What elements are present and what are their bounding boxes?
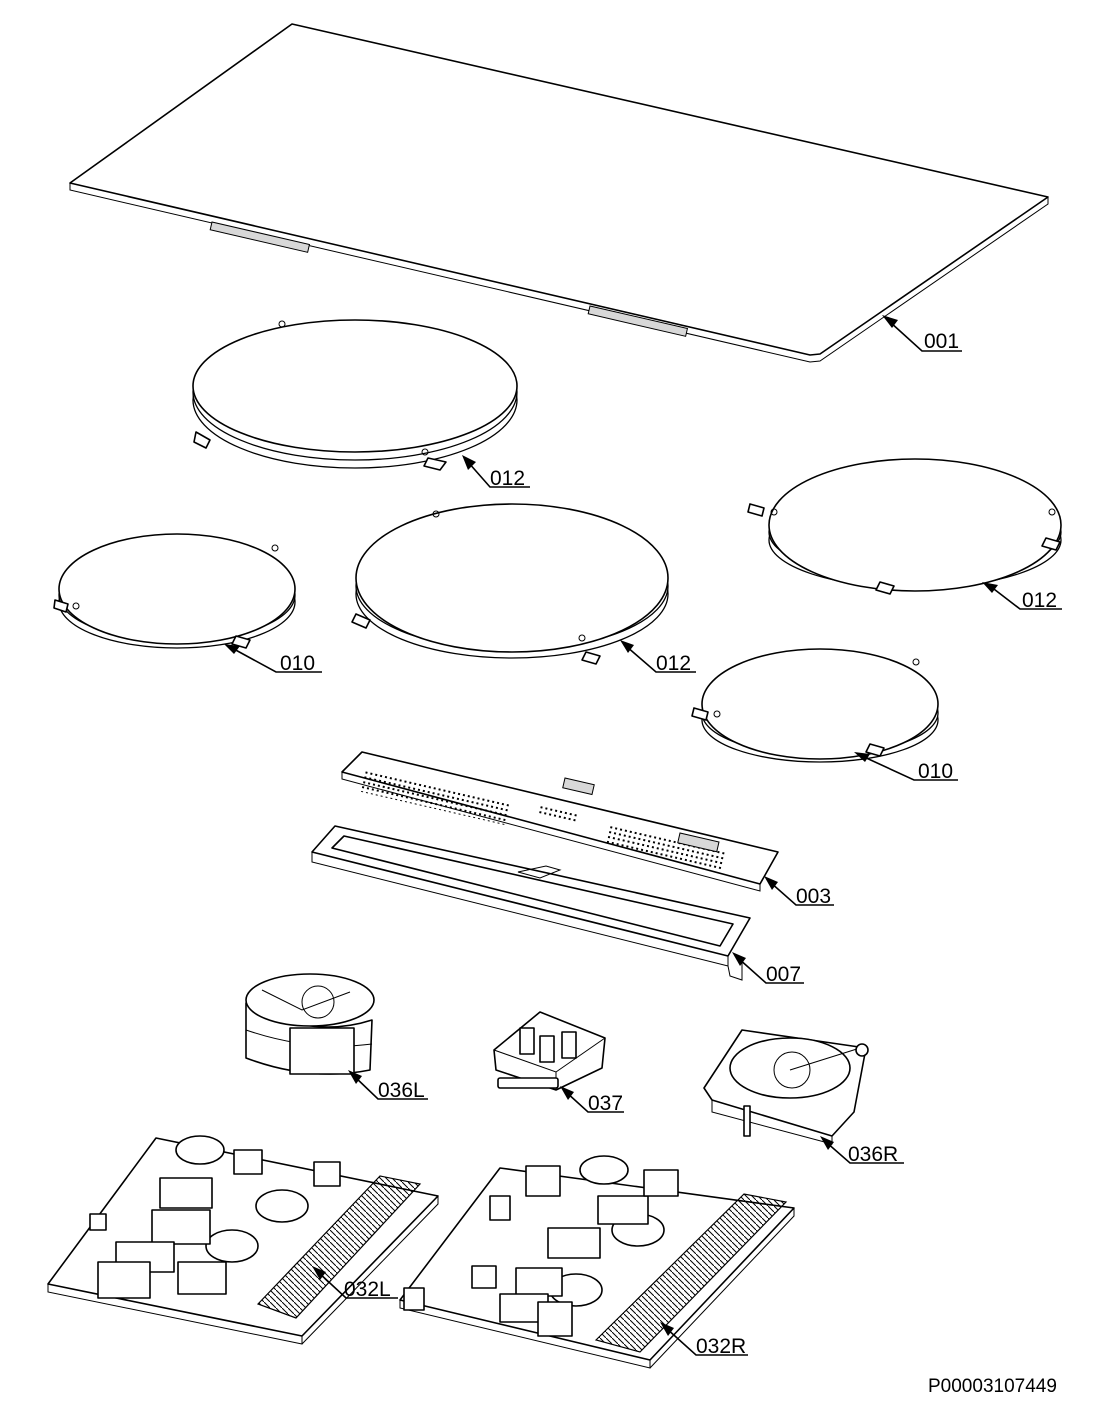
leader-lines [224,315,1062,1356]
callout-037-filter-module: 037 [588,1092,623,1115]
induction-coil-top-left [192,319,518,471]
callout-012-coil-top-left: 012 [490,467,525,490]
callout-032l-power-board-left: 032L [344,1278,391,1301]
induction-coil-right-small [691,648,939,763]
power-board-left [47,1135,439,1345]
filter-module [493,1011,606,1091]
callout-007-control-frame: 007 [766,963,801,986]
callout-036l-fan-left: 036L [378,1079,425,1102]
induction-coil-center-large [351,503,669,665]
glass-top-plate [69,23,1049,363]
callout-003-control-board: 003 [796,885,831,908]
callout-012-coil-right-top: 012 [1022,589,1057,612]
callout-001-glass: 001 [924,330,959,353]
control-board [341,751,779,892]
power-board-right [399,1155,795,1369]
control-frame [311,825,751,981]
induction-coil-right-top [747,458,1062,595]
fan-right [703,1029,869,1145]
document-id: P00003107449 [928,1376,1057,1397]
callout-010-coil-left: 010 [280,652,315,675]
callout-012-coil-center: 012 [656,652,691,675]
fan-left [245,973,375,1075]
callout-032r-power-board-right: 032R [696,1335,746,1358]
induction-coil-left-small [53,533,296,649]
callout-010-coil-right: 010 [918,760,953,783]
callout-036r-fan-right: 036R [848,1143,898,1166]
